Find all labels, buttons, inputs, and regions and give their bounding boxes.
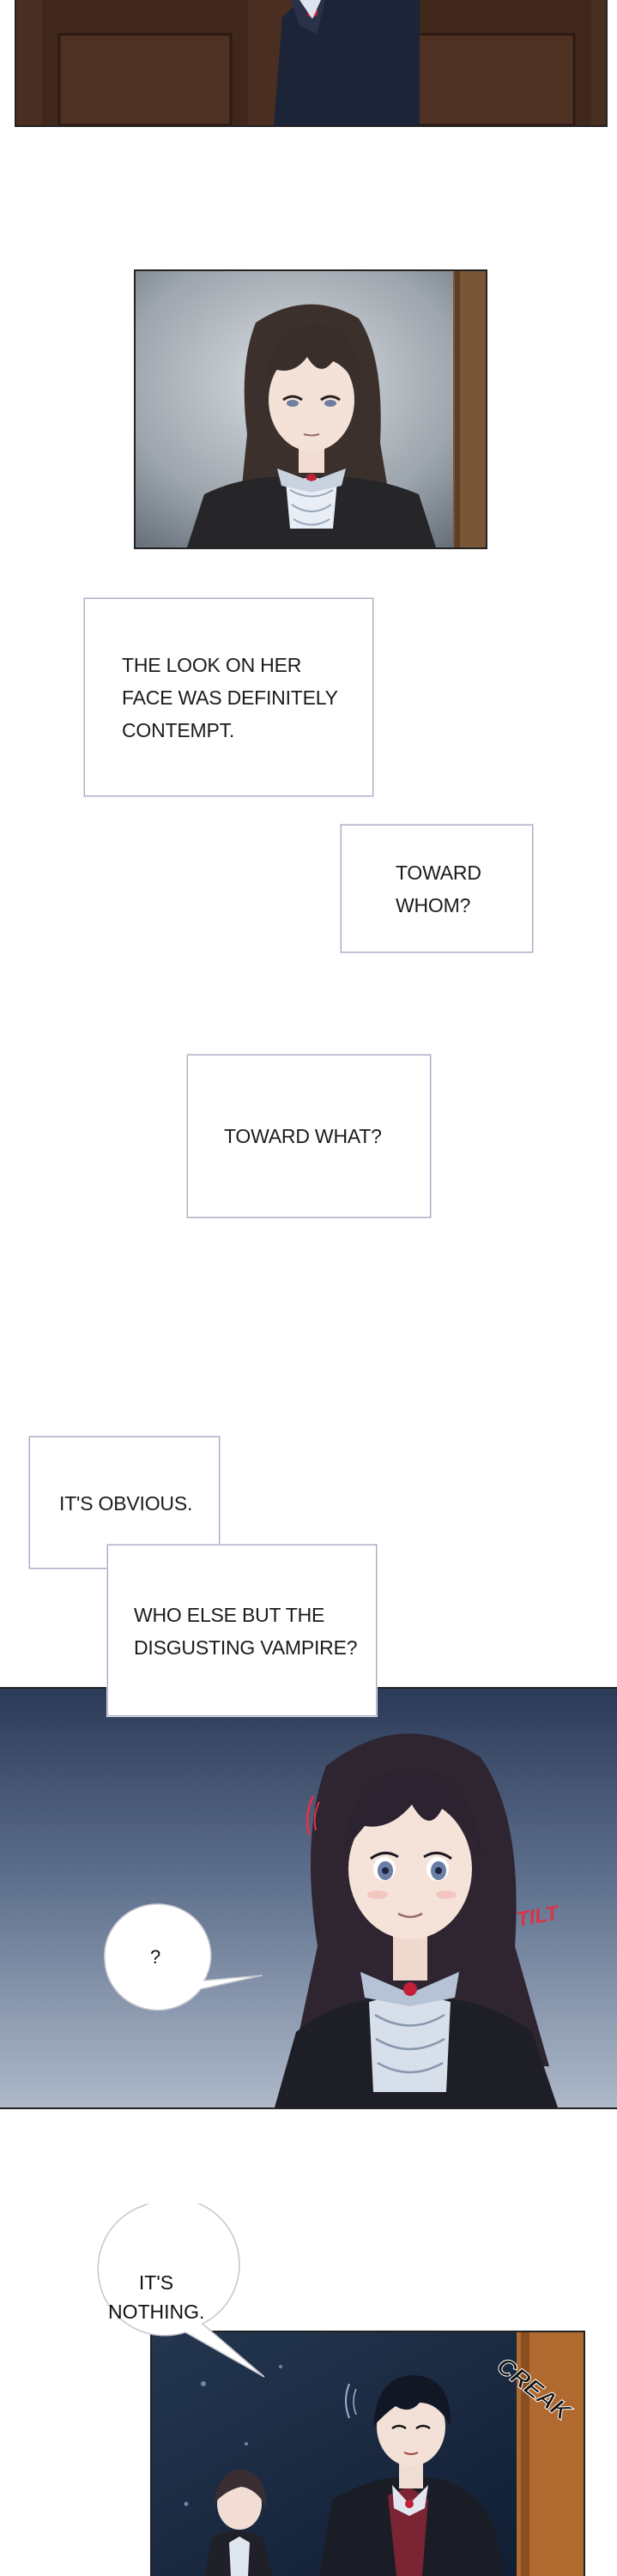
caption-toward-what-text: TOWARD WHAT?	[224, 1125, 382, 1147]
caption-contempt-text: THE LOOK ON HER FACE WAS DEFINITELY CONT…	[122, 654, 338, 741]
caption-toward-what: TOWARD WHAT?	[187, 1055, 431, 1218]
man-entering-illustration	[152, 2332, 584, 2576]
caption-toward-whom: TOWARD WHOM?	[341, 825, 533, 952]
door-scene-illustration	[16, 0, 606, 125]
caption-vampire: WHO ELSE BUT THE DISGUSTING VAMPIRE?	[107, 1545, 377, 1716]
nothing-bubble-text: IT'S NOTHING.	[108, 2271, 205, 2323]
panel-man-entering: CREAK	[150, 2331, 585, 2576]
panel-door-top	[15, 0, 608, 127]
question-bubble-text: ?	[150, 1946, 161, 1968]
girl-smiling-illustration	[0, 1689, 617, 2107]
caption-toward-whom-text: TOWARD WHOM?	[396, 862, 481, 916]
caption-contempt: THE LOOK ON HER FACE WAS DEFINITELY CONT…	[84, 598, 373, 796]
caption-vampire-text: WHO ELSE BUT THE DISGUSTING VAMPIRE?	[134, 1604, 358, 1659]
girl-contempt-illustration	[136, 271, 486, 547]
panel-girl-smiling: ? TILT	[0, 1687, 617, 2109]
question-bubble-shape	[104, 1903, 263, 2011]
nothing-bubble-shape	[97, 2204, 265, 2378]
panel-girl-contempt	[134, 269, 487, 549]
caption-obvious-text: IT'S OBVIOUS.	[59, 1492, 193, 1515]
